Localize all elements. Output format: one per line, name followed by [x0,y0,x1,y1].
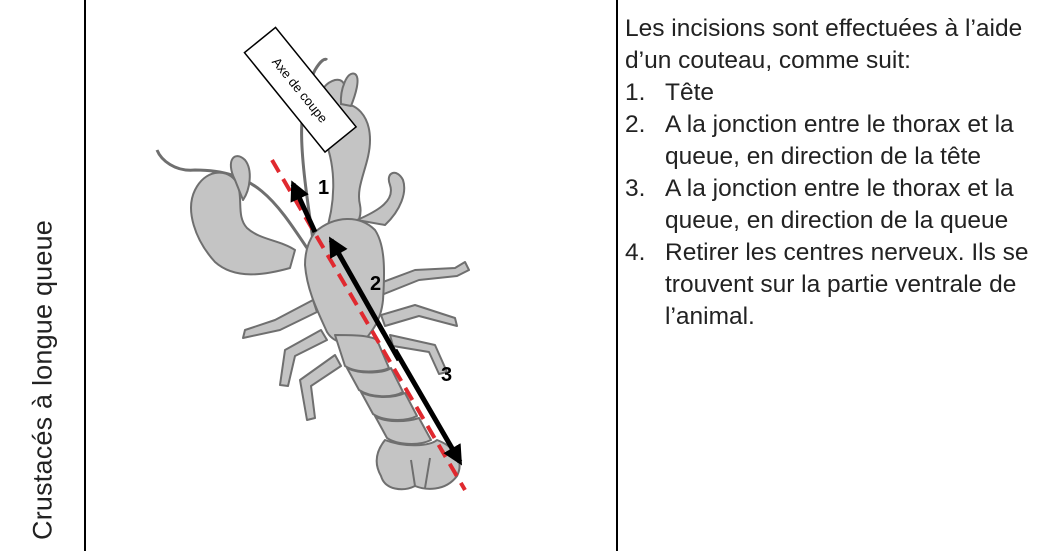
step-text: A la jonction entre le thorax et la queu… [665,175,1014,234]
step-item: 3. A la jonction entre le thorax et la q… [625,173,1040,237]
arrow-label-3: 3 [441,364,452,386]
instructions-cell: Les incisions sont effectuées à l’aide d… [617,0,1044,551]
step-item: 1. Tête [625,77,1040,109]
step-number: 3. [625,173,645,205]
instructions: Les incisions sont effectuées à l’aide d… [625,13,1040,333]
diagram-cell: Axe de coupe 1 2 3 [85,0,617,551]
arrow-1 [293,184,315,232]
step-text: Tête [665,79,714,106]
step-item: 4. Retirer les centres nerveux. Ils se t… [625,237,1040,333]
arrow-label-1: 1 [318,177,329,199]
lobster-diagram: Axe de coupe 1 2 3 [85,0,617,551]
step-number: 1. [625,77,645,109]
step-text: A la jonction entre le thorax et la queu… [665,111,1014,170]
row-label-cell: Crustacés à longue queue [0,0,85,551]
step-number: 2. [625,109,645,141]
steps-list: 1. Tête 2. A la jonction entre le thorax… [625,77,1040,333]
arrow-label-2: 2 [370,273,381,295]
step-text: Retirer les centres nerveux. Ils se trou… [665,239,1029,330]
step-item: 2. A la jonction entre le thorax et la q… [625,109,1040,173]
step-number: 4. [625,237,645,269]
instructions-intro: Les incisions sont effectuées à l’aide d… [625,13,1040,77]
row-label: Crustacés à longue queue [28,220,59,540]
